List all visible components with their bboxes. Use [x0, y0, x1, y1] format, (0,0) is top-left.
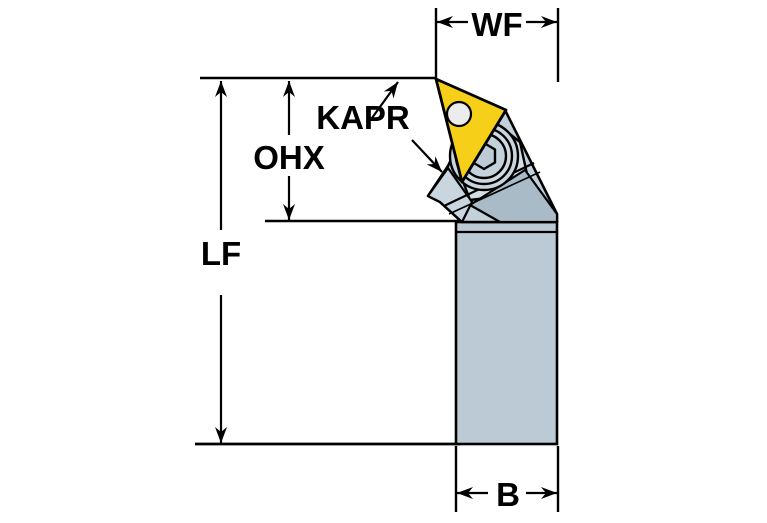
- dimension-b: B: [454, 446, 560, 513]
- dimension-kapr: KAPR: [316, 81, 443, 173]
- dimension-label-lf: LF: [201, 235, 241, 272]
- shank-body: [454, 220, 559, 446]
- dimension-label-ohx: OHX: [253, 139, 325, 176]
- head-shoulder-facet: [468, 168, 559, 224]
- insert-hole: [445, 100, 473, 128]
- dimension-label-kapr: KAPR: [316, 99, 410, 136]
- tool-shank: [454, 220, 559, 446]
- head-parting-line-2: [448, 171, 541, 215]
- reference-lines: [195, 76, 462, 446]
- kapr-leader-lower: [411, 139, 443, 173]
- kapr-leader-upper: [371, 81, 399, 119]
- dimension-label-b: B: [496, 476, 520, 513]
- dimension-wf: WF: [434, 6, 560, 82]
- carbide-insert: [434, 77, 508, 184]
- dimension-label-wf: WF: [471, 6, 522, 43]
- dimension-ohx: OHX: [253, 81, 325, 220]
- dimension-lf: LF: [201, 81, 241, 443]
